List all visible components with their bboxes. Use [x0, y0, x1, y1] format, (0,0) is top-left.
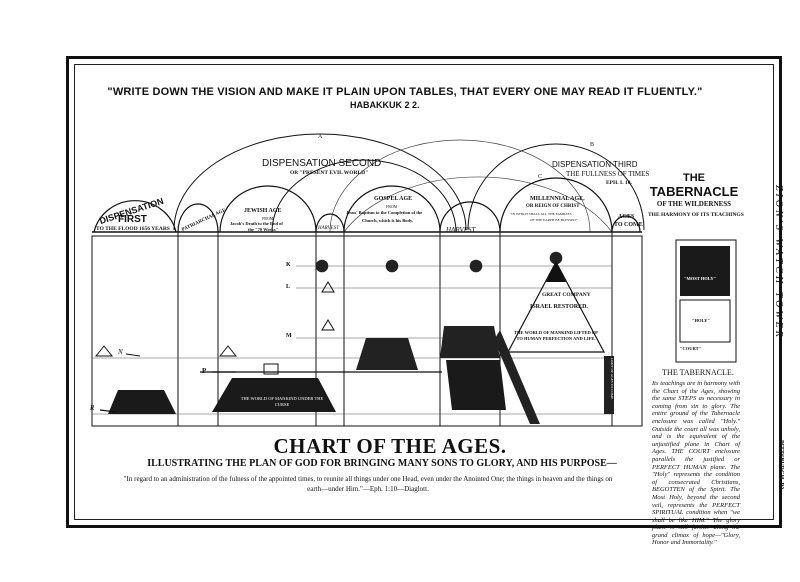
- dispensation-first-span: TO THE FLOOD 1656 YEARS: [96, 226, 170, 232]
- millennial-age-sub: OR REIGN OF CHRIST: [526, 204, 580, 209]
- tabernacle-caption: THE TABERNACLE.: [662, 368, 734, 377]
- tabernacle-harmony: THE HARMONY OF ITS TEACHINGS: [648, 212, 744, 218]
- plane-m: M: [286, 333, 292, 339]
- holy-box: [679, 299, 731, 343]
- first-dispensation-pyramid: [108, 390, 176, 414]
- harvest-block-upper: [440, 326, 500, 358]
- habakkuk-reference: HABAKKUK 2 2.: [350, 100, 420, 110]
- plane-k: K: [286, 262, 291, 268]
- most-holy-box: [680, 246, 730, 296]
- world-lifted-label: THE WORLD OF MANKIND LIFTED UP TO HUMAN …: [514, 330, 598, 341]
- tabernacle-description: Its teachings are in harmony with the Ch…: [652, 380, 740, 547]
- harvest-label-gospel: HARVEST: [446, 226, 476, 234]
- gospel-pyramid: [356, 338, 418, 370]
- millennial-pyramid: [507, 260, 605, 353]
- gospel-age-label: GOSPEL AGE: [374, 196, 413, 202]
- harvest-label-jewish: HARVEST: [318, 226, 340, 231]
- dispensation-arcs: [173, 133, 645, 233]
- dispensation-third-label: DISPENSATION THIRD: [552, 160, 638, 169]
- pyramid-top: [546, 262, 566, 282]
- arc-letter-a: A: [318, 134, 323, 140]
- limit-column-label: LIMIT OF AGES TO COME: [610, 358, 614, 400]
- jewish-age-from: FROM: [262, 216, 274, 221]
- gospel-age-from: FROM: [386, 204, 398, 209]
- ages-to-come-label: AGES: [618, 214, 635, 220]
- habakkuk-quote: "WRITE DOWN THE VISION AND MAKE IT PLAIN…: [107, 86, 703, 98]
- millennial-age-label: MILLENNIAL AGE,: [530, 196, 585, 202]
- israel-restored-label: ISRAEL RESTORED.: [530, 304, 588, 310]
- millennial-age-quote2: OF THE EARTH BE BLESSED": [530, 218, 578, 222]
- gospel-age-end: Church, which is his Body.: [362, 218, 414, 223]
- age-arcs: [93, 177, 641, 233]
- arc-letter-c: C: [538, 174, 543, 180]
- jewish-age-label: JEWISH AGE: [244, 208, 282, 214]
- dispensation-second-sub: OR "PRESENT EVIL WORLD": [290, 170, 369, 176]
- arc-letter-b: B: [590, 142, 595, 148]
- harvest-block-lower: [446, 360, 506, 410]
- journal-place: PITTSBURGH, PA.: [778, 440, 784, 492]
- tabernacle-frame: [675, 239, 737, 363]
- millennial-age-quote1: "IN WHICH SHALL ALL THE FAMILIES: [510, 212, 572, 216]
- dispensation-third-ref: EPH. I. 10.: [606, 180, 632, 186]
- ephesians-quote: "In regard to an administration of the f…: [123, 475, 613, 493]
- outer-frame: [66, 56, 782, 528]
- great-company-label: GREAT COMPANY: [542, 292, 591, 298]
- dispensation-second-label: DISPENSATION SECOND: [262, 158, 382, 169]
- jewish-pyramid-base: [212, 378, 336, 412]
- journal-title: ZION'S WATCH TOWER: [773, 185, 784, 340]
- plane-n: N: [118, 348, 123, 356]
- tabernacle-title-the: THE: [683, 172, 705, 184]
- jewish-age-end: the "70 Weeks": [248, 227, 279, 232]
- plane-r: R: [90, 404, 95, 412]
- chart-subtitle: ILLUSTRATING THE PLAN OF GOD FOR BRINGIN…: [147, 458, 617, 469]
- limit-column: [604, 356, 614, 414]
- chart-title: CHART OF THE AGES.: [273, 434, 507, 458]
- plane-lines: [92, 265, 612, 415]
- glory-sunbursts: [315, 251, 563, 273]
- small-block: [263, 363, 279, 375]
- court-label: "COURT": [680, 346, 702, 351]
- inner-frame: [74, 64, 774, 520]
- tabernacle-title: TABERNACLE: [649, 184, 739, 199]
- gospel-age-span: Jesus' Baptism to the Completion of the: [346, 210, 423, 215]
- plane-p: P: [202, 367, 207, 375]
- holy-label: "HOLY": [692, 318, 710, 323]
- dispensation-third-sub: THE FULLNESS OF TIMES: [566, 170, 650, 178]
- world-under-curse-label: THE WORLD OF MANKIND UNDER THE CURSE: [240, 396, 324, 407]
- most-holy-label: "MOST HOLY": [684, 276, 717, 281]
- plane-l: L: [286, 284, 291, 290]
- falling-slope: [494, 330, 540, 424]
- tabernacle-subtitle: OF THE WILDERNESS: [656, 200, 732, 208]
- dispensation-first-ordinal: FIRST: [118, 214, 147, 225]
- jewish-age-span: Jacob's Death to the End of: [230, 221, 283, 226]
- ages-to-come-sub: TO COME: [614, 222, 643, 228]
